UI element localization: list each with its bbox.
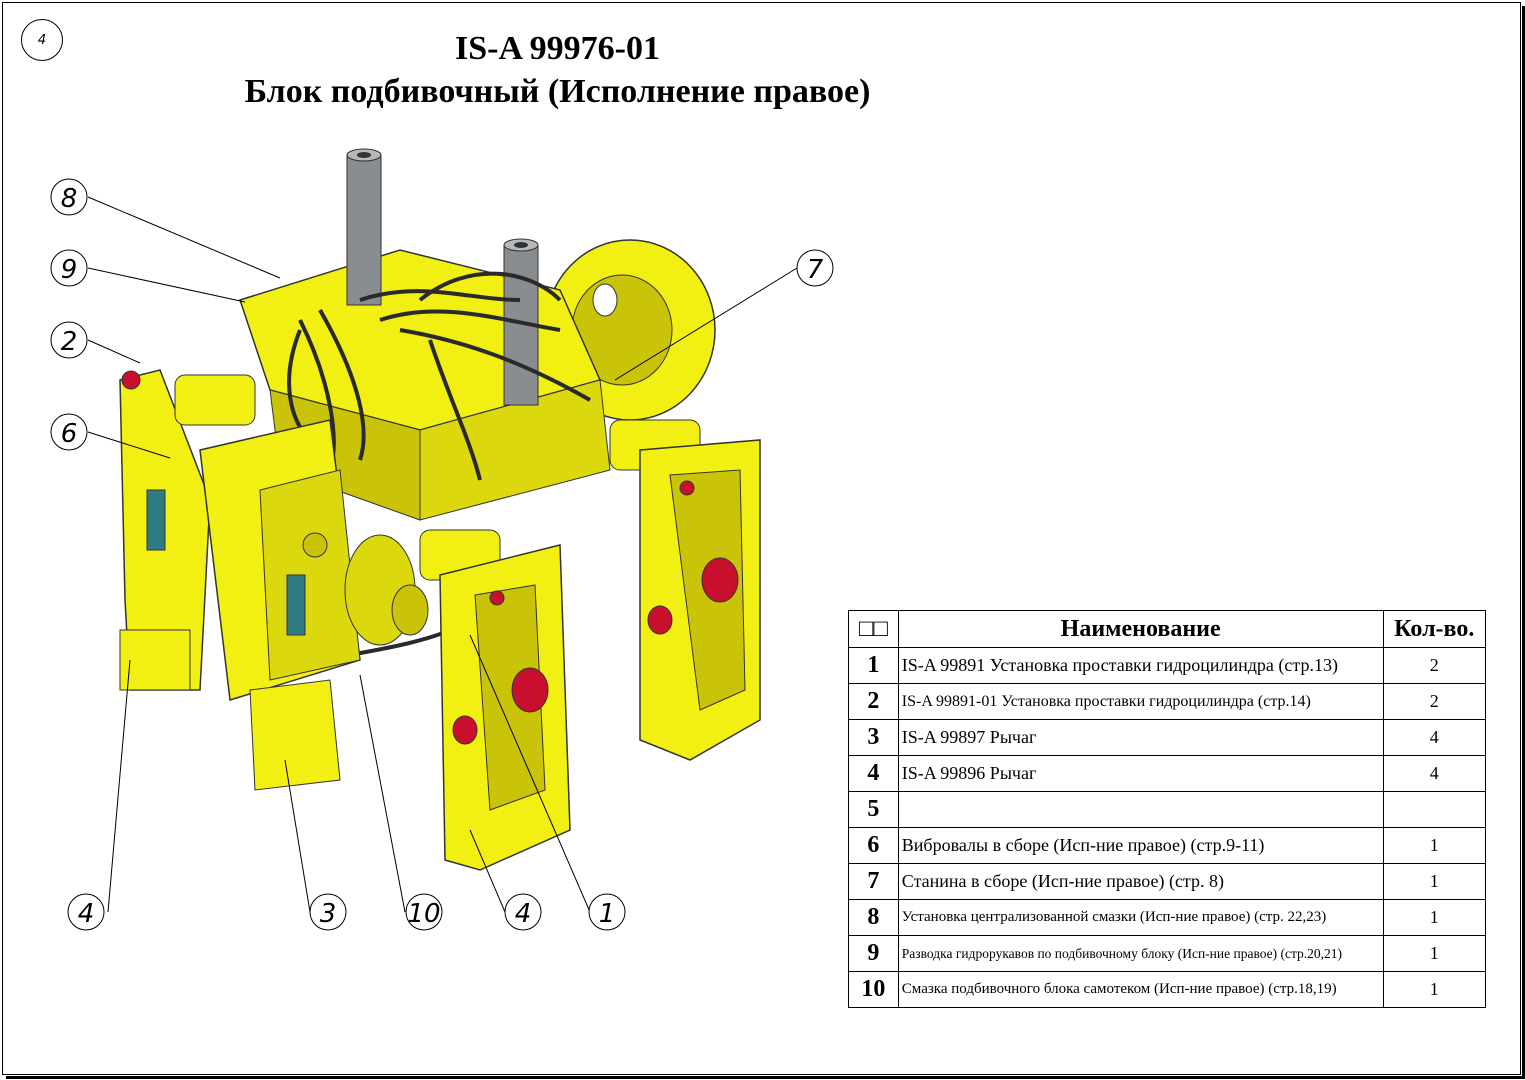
table-row: 9 Разводка гидрорукавов по подбивочному … (848, 935, 1487, 972)
row-pos: 1 (848, 647, 899, 684)
callout-label: 4 (515, 899, 532, 929)
row-pos: 5 (848, 791, 899, 828)
callout-6 (50, 413, 88, 451)
row-name: IS-A 99897 Рычаг (897, 719, 1384, 756)
row-qty: 4 (1382, 755, 1487, 792)
callout-label: 10 (407, 899, 440, 929)
row-name: Смазка подбивочного блока самотеком (Исп… (897, 971, 1384, 1008)
row-pos: 4 (848, 755, 899, 792)
callout-1 (588, 893, 626, 931)
row-qty: 2 (1382, 683, 1487, 720)
header-qty: Кол-во. (1382, 610, 1487, 648)
right-levers (439, 439, 761, 871)
row-name: Станина в сборе (Исп-ние правое) (стр. 8… (897, 863, 1384, 900)
row-name: IS-A 99896 Рычаг (897, 755, 1384, 792)
row-pos: 6 (848, 827, 899, 864)
table-row: 5 (848, 791, 1487, 828)
table-row: 4 IS-A 99896 Рычаг 4 (848, 755, 1487, 792)
table-row: 1 IS-A 99891 Установка проставки гидроци… (848, 647, 1487, 684)
row-pos: 3 (848, 719, 899, 756)
row-name: Разводка гидрорукавов по подбивочному бл… (897, 935, 1384, 972)
left-levers (119, 369, 361, 791)
callout-label: 7 (807, 255, 824, 285)
callout-3 (309, 893, 347, 931)
row-pos: 10 (848, 971, 899, 1008)
row-qty: 1 (1382, 827, 1487, 864)
header-name: Наименование (897, 610, 1384, 648)
callout-2 (50, 321, 88, 359)
drawing-title: Блок подбивочный (Исполнение правое) (244, 73, 871, 110)
row-qty: 1 (1382, 935, 1487, 972)
callout-10 (405, 893, 443, 931)
header-pos: □□ (848, 610, 899, 648)
row-qty (1382, 791, 1487, 828)
table-row: 6 Вибровалы в сборе (Исп-ние правое) (ст… (848, 827, 1487, 864)
table-row: 2 IS-A 99891-01 Установка проставки гидр… (848, 683, 1487, 720)
callout-4-left (67, 893, 105, 931)
row-qty: 2 (1382, 647, 1487, 684)
callout-label: 3 (320, 899, 337, 929)
row-pos: 2 (848, 683, 899, 720)
callout-labels: 8 9 2 6 7 4 3 10 4 1 (61, 184, 824, 929)
drawing-frame-shadow (6, 6, 1525, 1079)
callout-label: 6 (61, 419, 78, 449)
assembly-drawing: 8 9 2 6 7 4 3 10 4 1 (50, 148, 834, 931)
sheet-number: 4 (21, 19, 63, 61)
row-pos: 8 (848, 899, 899, 936)
callout-balloons (50, 178, 834, 931)
callout-label: 9 (61, 255, 78, 285)
callout-4-right (504, 893, 542, 931)
drawing-code: IS-A 99976-01 (455, 30, 660, 67)
row-name: IS-A 99891 Установка проставки гидроцили… (897, 647, 1384, 684)
callout-label: 2 (61, 327, 78, 357)
callout-8 (50, 178, 88, 216)
callout-label: 1 (599, 899, 616, 929)
row-pos: 9 (848, 935, 899, 972)
table-header-row: □□ Наименование Кол-во. (848, 610, 1487, 648)
row-name: IS-A 99891-01 Установка проставки гидроц… (897, 683, 1384, 720)
row-name: Вибровалы в сборе (Исп-ние правое) (стр.… (897, 827, 1384, 864)
table-row: 8 Установка централизованной смазки (Исп… (848, 899, 1487, 936)
specification-table: □□ Наименование Кол-во. 1 IS-A 99891 Уст… (848, 610, 1487, 1008)
table-row: 7 Станина в сборе (Исп-ние правое) (стр.… (848, 863, 1487, 900)
hydraulic-hoses (287, 271, 591, 662)
callout-7 (796, 249, 834, 287)
table-row: 3 IS-A 99897 Рычаг 4 (848, 719, 1487, 756)
row-name: Установка централизованной смазки (Исп-н… (897, 899, 1384, 936)
callout-9 (50, 249, 88, 287)
table-row: 10 Смазка подбивочного блока самотеком (… (848, 971, 1487, 1008)
callout-label: 4 (78, 899, 95, 929)
leader-lines (87, 196, 798, 913)
row-qty: 1 (1382, 971, 1487, 1008)
vibration-shaft (344, 534, 429, 646)
callout-label: 8 (61, 184, 78, 214)
row-qty: 1 (1382, 863, 1487, 900)
row-qty: 4 (1382, 719, 1487, 756)
row-name (897, 791, 1384, 828)
row-pos: 7 (848, 863, 899, 900)
row-qty: 1 (1382, 899, 1487, 936)
